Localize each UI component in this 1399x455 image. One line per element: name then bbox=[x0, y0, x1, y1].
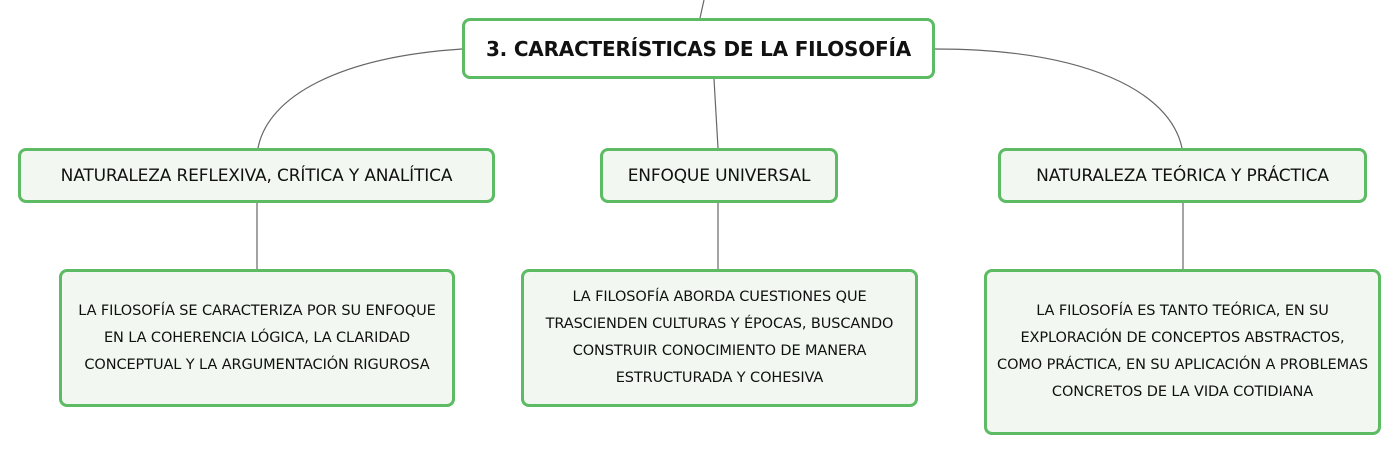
connector-root-to-branch-3 bbox=[934, 48, 1183, 149]
root-topic-label: 3. CARACTERÍSTICAS DE LA FILOSOFÍA bbox=[485, 36, 912, 61]
root-topic-node[interactable]: 3. CARACTERÍSTICAS DE LA FILOSOFÍA bbox=[462, 18, 935, 79]
branch-node-teorica-practica[interactable]: NATURALEZA TEÓRICA Y PRÁCTICA bbox=[998, 148, 1367, 203]
branch-label-teorica-practica: NATURALEZA TEÓRICA Y PRÁCTICA bbox=[1036, 165, 1329, 186]
connector-parent-to-root bbox=[699, 0, 705, 19]
branch-node-universal[interactable]: ENFOQUE UNIVERSAL bbox=[600, 148, 838, 203]
detail-text-teorica-practica: LA FILOSOFÍA ES TANTO TEÓRICA, EN SU EXP… bbox=[997, 303, 1368, 400]
detail-text-reflexiva: LA FILOSOFÍA SE CARACTERIZA POR SU ENFOQ… bbox=[78, 302, 436, 373]
detail-node-reflexiva[interactable]: LA FILOSOFÍA SE CARACTERIZA POR SU ENFOQ… bbox=[59, 269, 455, 407]
branch-node-reflexiva[interactable]: NATURALEZA REFLEXIVA, CRÍTICA Y ANALÍTIC… bbox=[18, 148, 495, 203]
branch-label-reflexiva: NATURALEZA REFLEXIVA, CRÍTICA Y ANALÍTIC… bbox=[60, 165, 453, 186]
branch-label-universal: ENFOQUE UNIVERSAL bbox=[627, 165, 811, 186]
detail-node-universal[interactable]: LA FILOSOFÍA ABORDA CUESTIONES QUE TRASC… bbox=[521, 269, 918, 407]
connector-root-to-branch-2 bbox=[713, 78, 719, 149]
detail-node-teorica-practica[interactable]: LA FILOSOFÍA ES TANTO TEÓRICA, EN SU EXP… bbox=[984, 269, 1381, 435]
detail-text-universal: LA FILOSOFÍA ABORDA CUESTIONES QUE TRASC… bbox=[545, 289, 894, 386]
connector-root-to-branch-1 bbox=[257, 48, 463, 149]
